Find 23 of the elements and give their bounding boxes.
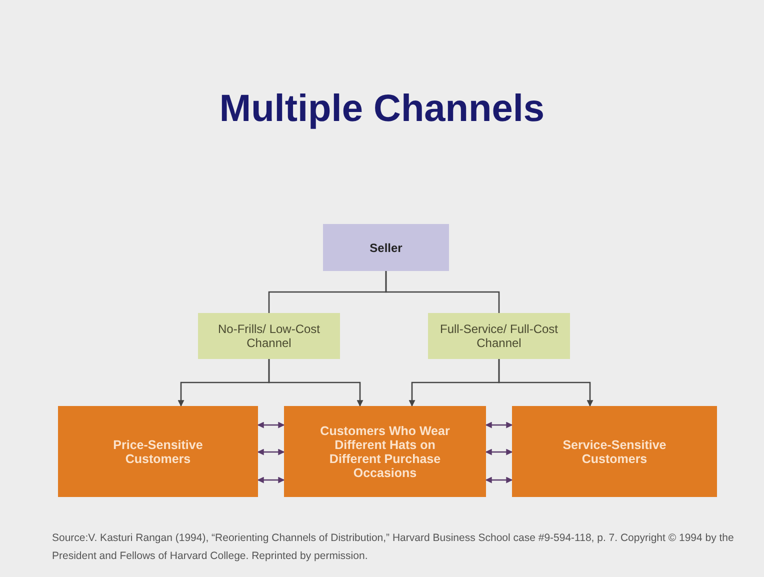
channel-box [198,313,340,359]
double-arrow [257,422,285,428]
double-arrow [485,422,513,428]
double-arrow [485,448,513,456]
connector-line [385,271,500,313]
arrow [268,359,364,407]
seller-box [323,224,449,271]
channel-box [428,313,570,359]
double-arrow [257,448,285,456]
double-arrow [485,476,513,484]
customer-box [512,406,717,497]
customer-box [284,406,486,497]
arrow [498,359,594,407]
double-arrow [257,476,285,484]
node-label: Customers Who Wear Different Hats on Different Purchase Occasions [319,424,451,480]
node-label: No-Frills/ Low-Cost Channel [216,322,321,350]
title: Multiple Channels [218,88,546,131]
node-label: Service-Sensitive Customers [562,438,668,466]
customer-box [58,406,258,497]
node-label: Price-Sensitive Customers [112,438,204,466]
node-label: Seller [370,240,402,254]
source-note: Source:V. Kasturi Rangan (1994), “Reorienting Channels of Distribution,” Harvard Business School case #9-594-118, p. 7. Copyright © 1994 by the President and Fellows of Harvard College. Reprinted by permission. [52,531,735,564]
node-label: Full-Service/ Full-Cost Channel [439,322,559,350]
